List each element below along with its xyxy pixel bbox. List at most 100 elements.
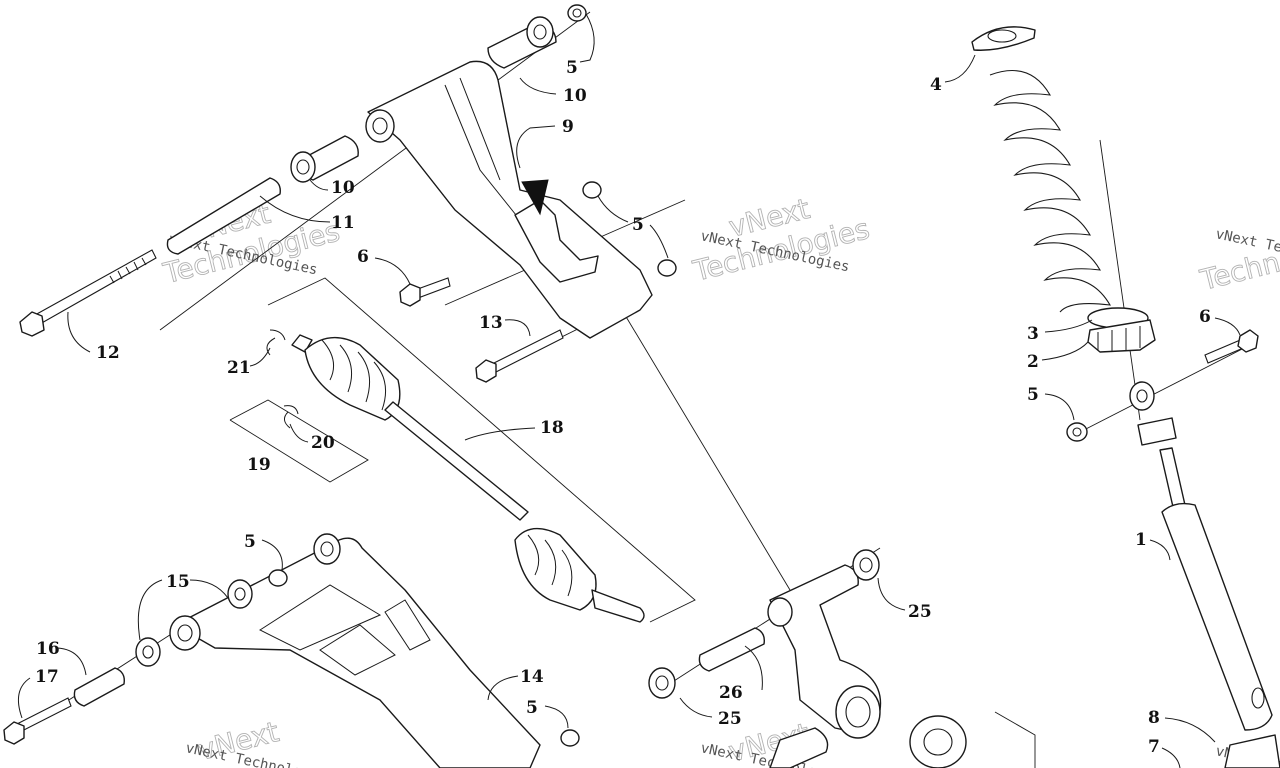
bushing-25-top-bore bbox=[859, 557, 873, 573]
leader-lines bbox=[17, 13, 1241, 768]
bushing-10-mid-bore bbox=[296, 159, 310, 175]
leader-5-low bbox=[261, 539, 283, 571]
knuckle-upper-eye bbox=[767, 597, 793, 627]
callout-25-bot: 25 bbox=[718, 709, 742, 729]
sleeve-11 bbox=[166, 177, 281, 255]
leader-10-mid bbox=[309, 179, 329, 191]
leader-3 bbox=[1044, 319, 1093, 333]
retaining-ring-20 bbox=[283, 405, 299, 429]
callout-21: 21 bbox=[227, 358, 251, 378]
retaining-ring-21 bbox=[266, 329, 286, 356]
callout-6-arm: 6 bbox=[357, 247, 369, 267]
guide-shock-bolt bbox=[1079, 344, 1251, 433]
knuckle-hub-bore-inner bbox=[845, 696, 871, 728]
leader-26 bbox=[744, 645, 763, 691]
nut-5-arm-lower bbox=[657, 259, 677, 277]
callout-26: 26 bbox=[719, 683, 743, 703]
callout-15: 15 bbox=[166, 572, 190, 592]
callout-18: 18 bbox=[540, 418, 564, 438]
leader-17 bbox=[17, 677, 31, 719]
guide-box-axle bbox=[267, 277, 696, 623]
callout-5-arm: 5 bbox=[632, 215, 644, 235]
shock-body bbox=[1161, 502, 1273, 731]
lower-a-arm-front-bore bbox=[177, 624, 193, 642]
leader-15 bbox=[137, 579, 229, 641]
axle-inner-boot bbox=[304, 337, 401, 421]
bushing-25-bottom-bore bbox=[655, 675, 669, 691]
leader-16 bbox=[57, 647, 87, 676]
lower-a-arm-rear-bore bbox=[320, 541, 334, 557]
axle-inner-boot-folds bbox=[321, 339, 387, 411]
leader-8 bbox=[1164, 717, 1216, 743]
bolt-6-shock-head bbox=[1237, 329, 1259, 353]
callout-20: 20 bbox=[311, 433, 335, 453]
callout-8: 8 bbox=[1148, 708, 1160, 728]
nut-5-top-hole bbox=[572, 8, 582, 18]
callout-19: 19 bbox=[247, 455, 271, 475]
bolt-12-thread bbox=[109, 257, 147, 284]
callout-9: 9 bbox=[562, 117, 574, 137]
leader-13 bbox=[504, 319, 531, 337]
callout-10-top: 10 bbox=[563, 86, 587, 106]
adjuster-collar-2-teeth bbox=[1097, 326, 1141, 352]
callout-5-low: 5 bbox=[244, 532, 256, 552]
leader-5-arm bbox=[597, 195, 669, 259]
callout-13: 13 bbox=[479, 313, 503, 333]
nut-5-lower-arm bbox=[268, 569, 288, 587]
shock-bump-stop bbox=[1137, 417, 1177, 446]
guide-box-bearing bbox=[994, 711, 1036, 768]
bolt-13-shaft bbox=[489, 329, 564, 374]
leader-25-top bbox=[877, 577, 906, 611]
callout-5-bot: 5 bbox=[526, 698, 538, 718]
lower-a-arm-assembly bbox=[3, 533, 580, 768]
leader-5-top bbox=[579, 13, 595, 63]
shock-assembly bbox=[971, 26, 1280, 768]
leader-5-bot bbox=[544, 705, 569, 729]
leader-9 bbox=[516, 125, 556, 169]
callout-17: 17 bbox=[35, 667, 59, 687]
shock-rod bbox=[1159, 447, 1186, 508]
spring-retainer-4-hole bbox=[987, 29, 1017, 43]
leader-12 bbox=[67, 311, 91, 353]
upper-a-arm-front-bore bbox=[372, 117, 388, 135]
upper-a-arm-assembly bbox=[19, 4, 677, 383]
axle-assembly bbox=[266, 329, 645, 623]
callout-5-shock: 5 bbox=[1027, 385, 1039, 405]
leader-1 bbox=[1149, 539, 1171, 561]
guide-shock-axis bbox=[1099, 139, 1141, 421]
callout-12: 12 bbox=[96, 343, 120, 363]
watermark-group: vNext Technologies vNext Technologies vN… bbox=[159, 192, 1280, 768]
callout-25-top: 25 bbox=[908, 602, 932, 622]
callout-3: 3 bbox=[1027, 324, 1039, 344]
bolt-6-arm-head bbox=[399, 283, 421, 307]
pin-26 bbox=[698, 627, 765, 672]
callout-10-mid: 10 bbox=[331, 178, 355, 198]
nut-5-lower-bottom bbox=[560, 729, 580, 747]
sleeve-16 bbox=[73, 667, 125, 707]
leader-5-shock bbox=[1044, 393, 1075, 421]
leader-14 bbox=[487, 675, 519, 701]
upper-a-arm-arrow-marker bbox=[521, 179, 549, 216]
bushing-15-lower-bore bbox=[142, 645, 154, 659]
nut-5-shock-hole bbox=[1072, 427, 1082, 437]
shock-upper-eye-bore bbox=[1136, 389, 1148, 403]
callout-7: 7 bbox=[1148, 737, 1160, 757]
callout-14: 14 bbox=[520, 667, 544, 687]
leader-6-arm bbox=[374, 257, 411, 285]
callout-11: 11 bbox=[331, 213, 355, 233]
knuckle-assembly bbox=[648, 549, 967, 768]
leader-10-top bbox=[519, 77, 557, 95]
leader-18 bbox=[464, 427, 536, 441]
axle-outer-boot-folds bbox=[527, 534, 573, 597]
leader-2 bbox=[1041, 341, 1089, 361]
assembly-guides bbox=[29, 11, 1251, 768]
axle-shaft bbox=[384, 401, 529, 521]
callout-5-top: 5 bbox=[566, 58, 578, 78]
callout-16: 16 bbox=[36, 639, 60, 659]
shock-body-port bbox=[1251, 687, 1265, 709]
nut-5-arm-upper bbox=[582, 181, 602, 199]
guide-box-clip bbox=[229, 399, 369, 483]
upper-a-arm-shock-bracket bbox=[514, 199, 599, 283]
leader-25-bot bbox=[679, 697, 713, 718]
